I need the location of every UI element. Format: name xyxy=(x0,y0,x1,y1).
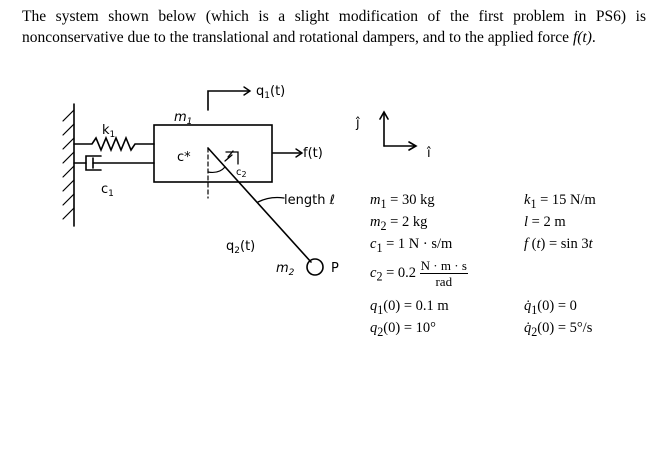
param-m2: m2 = 2 kg xyxy=(370,214,428,233)
param-q1-initial: q1(0) = 0.1 m xyxy=(370,298,449,317)
param-m1: m1 = 30 kg xyxy=(370,192,435,211)
damper-c1 xyxy=(73,155,155,171)
label-force: f(t) xyxy=(303,146,323,161)
label-c1: c1 xyxy=(101,182,114,199)
label-m2: m2 xyxy=(276,261,295,278)
param-q2-initial: q2(0) = 10° xyxy=(370,320,436,339)
spring-k1 xyxy=(73,135,155,153)
param-k1: k1 = 15 N/m xyxy=(524,192,596,211)
reference-frame xyxy=(379,110,418,151)
rotational-damper-c2 xyxy=(224,150,239,165)
label-c2: c2 xyxy=(236,167,247,179)
label-k1: k1 xyxy=(102,123,115,140)
length-leader xyxy=(257,196,285,203)
problem-statement: The system shown below (which is a sligh… xyxy=(22,6,646,48)
q2-arc xyxy=(207,166,226,174)
param-q2dot-initial: q̇2(0) = 5°/s xyxy=(524,320,593,339)
param-force: f (t) = sin 3t xyxy=(524,236,593,252)
wall-hatching xyxy=(62,109,75,220)
pendulum-mass xyxy=(306,258,324,276)
block-m1 xyxy=(153,124,273,183)
statement-end: . xyxy=(591,29,596,46)
param-q1dot-initial: q̇1(0) = 0 xyxy=(524,298,577,317)
label-p: P xyxy=(331,261,339,276)
label-i: î xyxy=(426,146,431,161)
force-symbol: f(t) xyxy=(572,29,592,46)
label-m1: m1 xyxy=(174,110,192,127)
statement-text: The system shown below (which is a sligh… xyxy=(22,8,646,46)
param-l: l = 2 m xyxy=(524,214,566,230)
label-q2: q2(t) xyxy=(226,239,255,256)
label-q1: q1(t) xyxy=(256,84,285,101)
q1-arrow xyxy=(207,90,249,111)
label-cstar: c* xyxy=(177,150,191,165)
param-c1: c1 = 1 N · s/m xyxy=(370,236,453,255)
label-j: ĵ xyxy=(355,116,360,131)
label-length: length ℓ xyxy=(284,193,335,208)
